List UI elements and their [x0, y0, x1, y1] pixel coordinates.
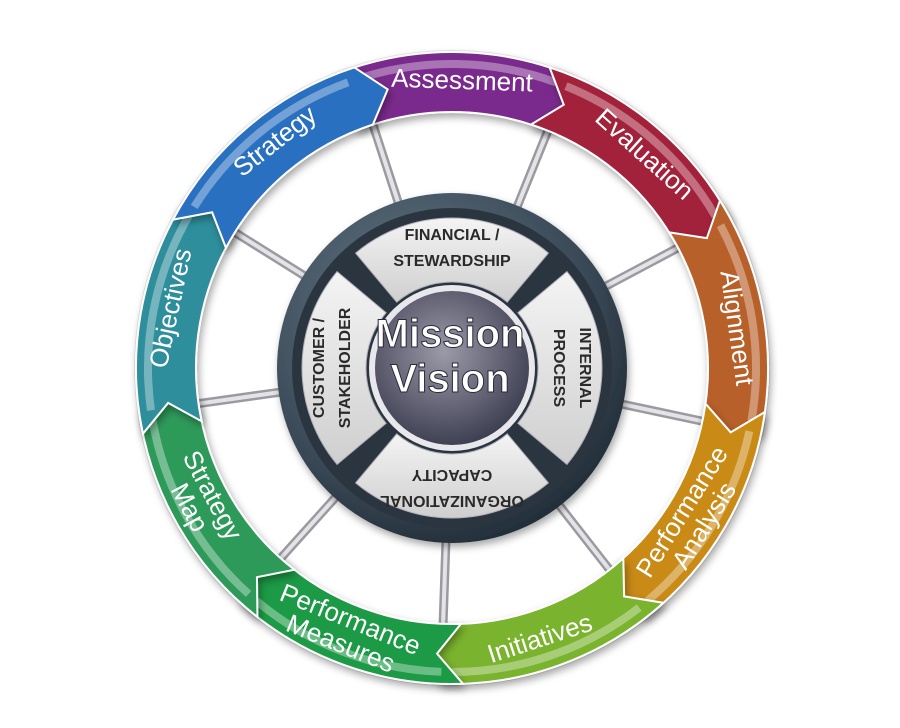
- perspective-label-customer-line1: CUSTOMER /: [311, 317, 328, 418]
- spoke-highlight: [227, 227, 310, 280]
- segment-label-assessment: Assessment: [391, 63, 534, 98]
- spoke-highlight: [274, 492, 341, 565]
- perspective-shape-financial: [354, 217, 550, 303]
- spoke-highlight: [554, 499, 616, 577]
- segment-gloss: [564, 82, 719, 219]
- center-title-line1: Mission: [376, 312, 525, 356]
- segment-gloss: [144, 214, 193, 411]
- segment-objectives: Objectives: [135, 194, 236, 436]
- spoke-highlight: [600, 242, 686, 291]
- mission-vision-core: [369, 285, 535, 451]
- spoke-highlight: [369, 116, 402, 209]
- segment-gloss: [716, 223, 760, 422]
- segment-assessment: Assessment: [331, 51, 584, 133]
- spoke-highlight: [190, 389, 286, 407]
- perspective-customer: CUSTOMER / STAKEHOLDER: [301, 270, 387, 466]
- perspective-label-internal-line1: INTERNAL: [576, 328, 593, 409]
- segment-gloss: [254, 597, 442, 676]
- perspective-financial: FINANCIAL / STEWARDSHIP: [354, 217, 550, 303]
- segment-gloss: [356, 60, 558, 87]
- perspective-shape-organizational: [354, 433, 550, 519]
- perspective-shape-customer: [301, 270, 387, 466]
- segment-gloss: [451, 604, 642, 676]
- spokes: [188, 114, 713, 635]
- perspective-shape-internal: [517, 270, 603, 466]
- perspective-organizational: ORGANIZATIONAL CAPACITY: [354, 433, 550, 519]
- segment-gloss: [644, 430, 754, 604]
- perspective-label-financial-line1: FINANCIAL /: [405, 227, 500, 244]
- perspective-internal: INTERNAL PROCESS: [517, 270, 603, 466]
- perspective-label-financial-line2: STEWARDSHIP: [393, 253, 511, 270]
- center-title-line2: Vision: [390, 357, 509, 401]
- spoke-highlight: [513, 123, 553, 213]
- perspective-label-organizational-line2: CAPACITY: [411, 466, 492, 483]
- segment-gloss: [190, 78, 350, 210]
- spoke-highlight: [440, 535, 449, 632]
- perspective-label-organizational-line1: ORGANIZATIONAL: [380, 492, 524, 509]
- spoke-highlight: [616, 401, 711, 425]
- segment-shape-strategy: [171, 66, 389, 251]
- segment-gloss: [148, 420, 252, 597]
- perspective-label-customer-line2: STAKEHOLDER: [337, 307, 354, 428]
- segment-alignment: Alignment: [667, 198, 769, 453]
- perspective-quadrants: FINANCIAL / STEWARDSHIP INTERNAL PROCESS ORG…: [301, 217, 603, 519]
- perspective-label-internal-line2: PROCESS: [550, 329, 567, 408]
